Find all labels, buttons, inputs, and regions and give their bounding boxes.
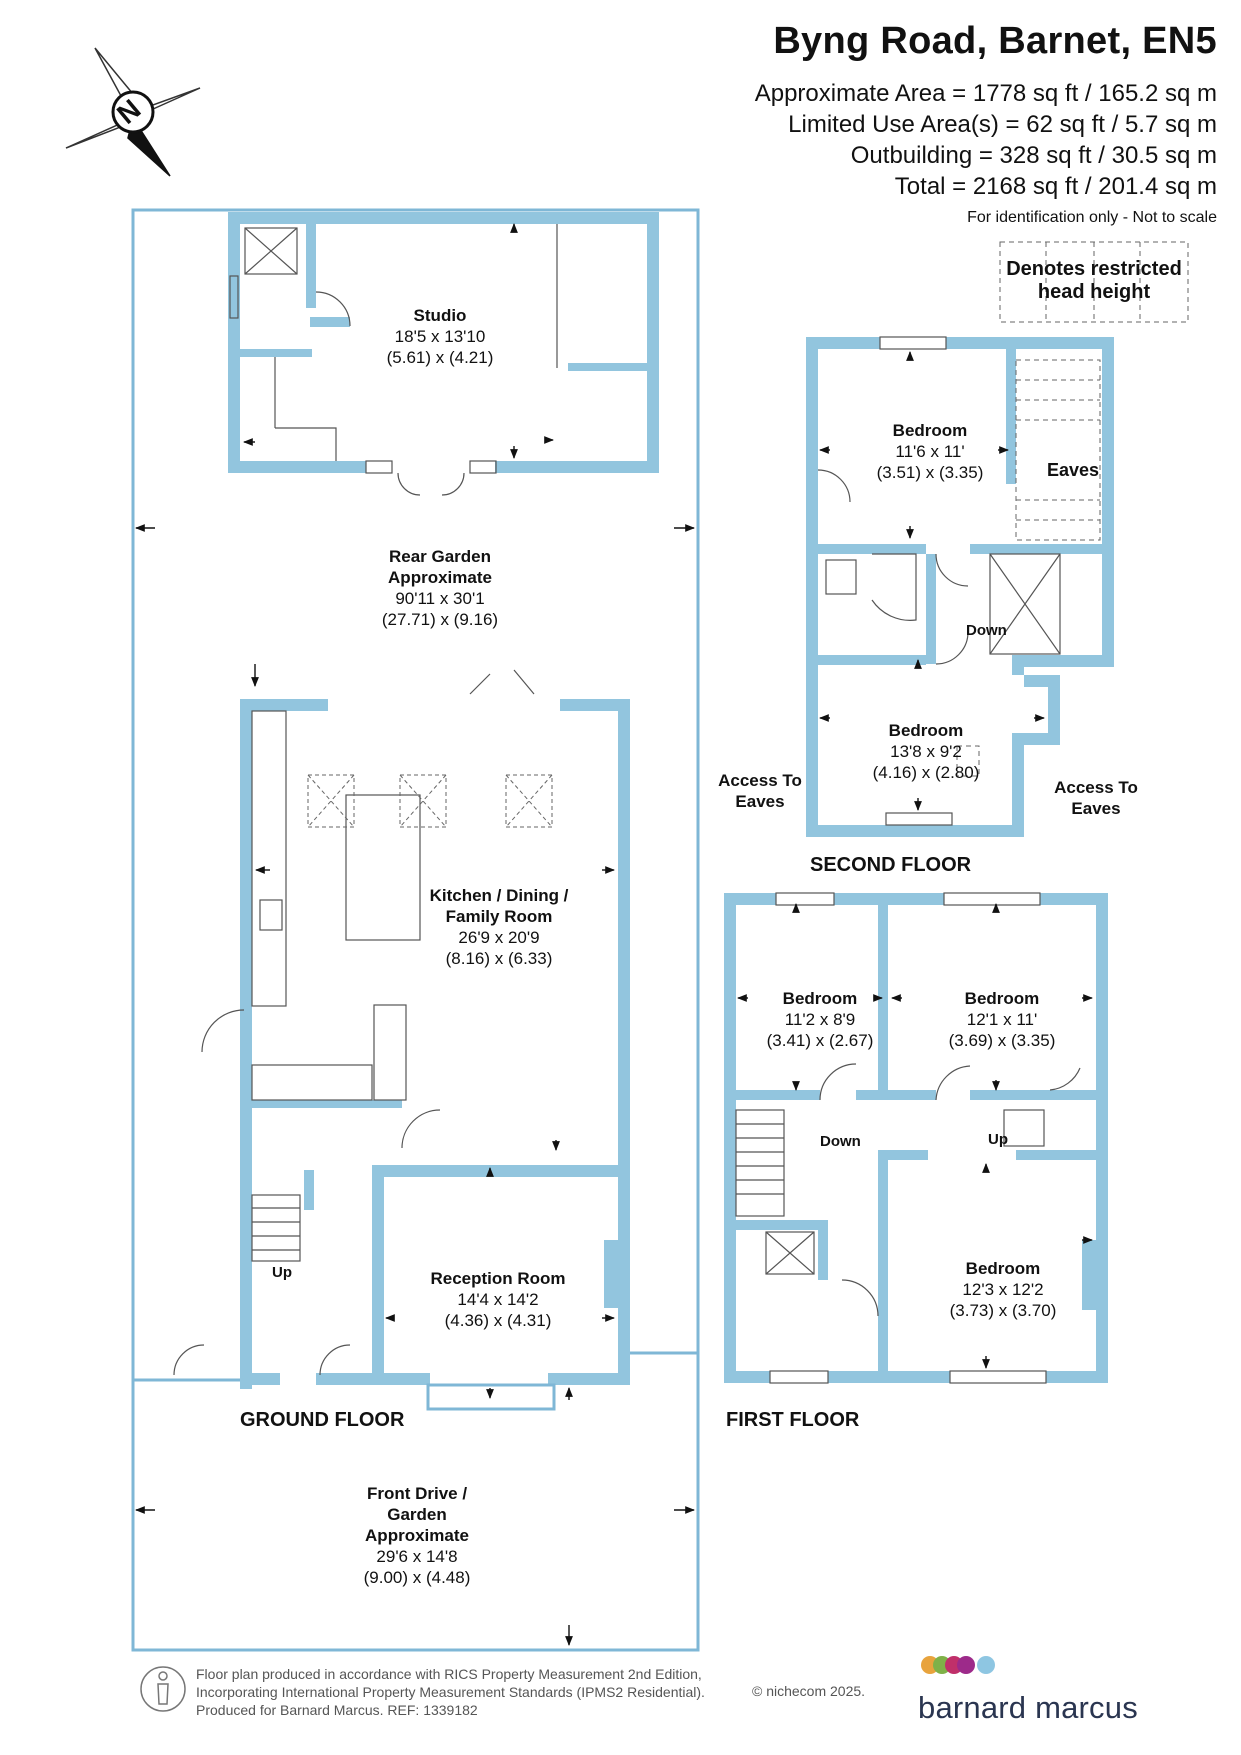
footer-line-2: Incorporating International Property Mea…: [196, 1684, 705, 1700]
ground-floor-title: GROUND FLOOR: [240, 1409, 405, 1431]
studio-walls: [228, 212, 659, 473]
footer-line-3: Produced for Barnard Marcus. REF: 133918…: [196, 1702, 478, 1718]
room-label-studio: Studio 18'5 x 13'10 (5.61) x (4.21): [386, 306, 494, 367]
room-label-first-floor-bedroom-3: Bedroom 12'3 x 12'2 (3.73) x (3.70): [949, 1259, 1057, 1320]
room-label-rear-garden: Rear Garden Approximate 90'11 x 30'1 (27…: [381, 547, 499, 629]
accessibility-icon: [140, 1666, 186, 1712]
approximate-area: Approximate Area = 1778 sq ft / 165.2 sq…: [754, 80, 1217, 107]
limited-use-area: Limited Use Area(s) = 62 sq ft / 5.7 sq …: [788, 111, 1217, 138]
brand-logo-dots: [921, 1656, 995, 1674]
stairs-up-ground-floor: Up: [272, 1264, 292, 1281]
dimension-arrows: [135, 223, 1093, 1646]
second-floor-fixtures: [817, 336, 1061, 826]
property-title: Byng Road, Barnet, EN5: [773, 20, 1217, 62]
room-label-first-floor-bedroom-2: Bedroom 12'1 x 11' (3.69) x (3.35): [948, 989, 1056, 1050]
eaves-restricted-area: [956, 241, 1189, 777]
stairs-down-first-floor: Down: [820, 1133, 861, 1150]
first-floor-fixtures: [735, 892, 1081, 1384]
site-boundary: [131, 208, 700, 1652]
room-label-second-floor-bedroom-1: Bedroom 11'6 x 11' (3.51) x (3.35): [876, 421, 984, 482]
restricted-height-legend: Denotes restricted head height: [1006, 258, 1182, 303]
ground-floor-fixtures: [173, 669, 556, 1411]
room-label-front-drive: Front Drive / Garden Approximate 29'6 x …: [363, 1484, 471, 1587]
first-floor-title: FIRST FLOOR: [726, 1409, 860, 1431]
outbuilding-area: Outbuilding = 328 sq ft / 30.5 sq m: [850, 142, 1217, 169]
room-label-first-floor-bedroom-1: Bedroom 11'2 x 8'9 (3.41) x (2.67): [766, 989, 874, 1050]
room-label-reception: Reception Room 14'4 x 14'2 (4.36) x (4.3…: [430, 1269, 566, 1330]
access-to-eaves-right: Access To Eaves: [1054, 778, 1138, 818]
studio-fixtures: [229, 224, 558, 496]
stairs-up-first-floor: Up: [988, 1131, 1008, 1148]
skylights: [307, 774, 553, 828]
compass-icon: [65, 47, 201, 177]
access-to-eaves-left: Access To Eaves: [718, 771, 802, 811]
room-label-second-floor-bedroom-2: Bedroom 13'8 x 9'2 (4.16) x (2.80): [872, 721, 980, 782]
footer-notes: Floor plan produced in accordance with R…: [196, 1665, 705, 1719]
second-floor-title: SECOND FLOOR: [810, 854, 972, 876]
stairs-down-second-floor: Down: [966, 622, 1007, 639]
footer-line-1: Floor plan produced in accordance with R…: [196, 1666, 702, 1682]
ground-floor-walls: [240, 699, 630, 1389]
total-area: Total = 2168 sq ft / 201.4 sq m: [894, 173, 1217, 200]
copyright: © nichecom 2025.: [752, 1683, 866, 1699]
room-label-kitchen: Kitchen / Dining / Family Room 26'9 x 20…: [429, 886, 569, 968]
brand-wordmark: barnard marcus: [918, 1690, 1138, 1725]
eaves-label: Eaves: [1047, 460, 1100, 480]
scale-note: For identification only - Not to scale: [967, 209, 1217, 226]
